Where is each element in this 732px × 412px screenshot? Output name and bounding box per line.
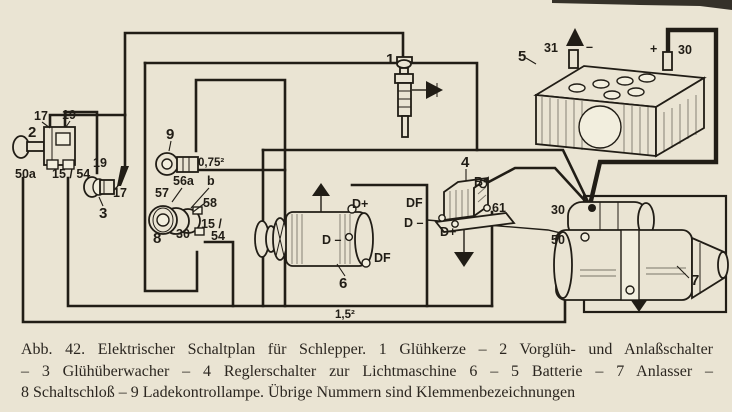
label-switch2-19: 19: [62, 108, 76, 122]
label-battery-30: 30: [678, 43, 692, 57]
label-battery-31: 31: [544, 41, 558, 55]
label-lock8-b: b: [207, 174, 215, 188]
label-lock8-58: 58: [203, 196, 217, 210]
label-switch2-50a: 50a: [15, 167, 37, 181]
charge-lamp-9: [155, 152, 199, 176]
label-dynamo-df: DF: [374, 251, 391, 265]
label-gauge-075: 0,75²: [198, 157, 224, 169]
label-battery-minus: –: [586, 40, 593, 54]
label-number-8: 8: [153, 230, 161, 247]
ground-symbol-regulator: [454, 228, 474, 267]
diagram-labels: 2 17 19 50a 15 / 54 19 17 3 9 0,75² 57 5…: [15, 40, 699, 321]
label-dynamo-dplus: D+: [352, 197, 368, 211]
label-switch2-15-54: 15 / 54: [52, 167, 90, 181]
label-gauge-15: 1,5²: [335, 309, 355, 321]
label-lock8-57: 57: [155, 186, 169, 200]
label-number-4: 4: [461, 154, 470, 171]
label-number-1: 1: [386, 51, 394, 68]
ground-symbol-glow-plug: [412, 81, 443, 99]
ignition-lock-8: [148, 205, 205, 236]
label-lock8-56a: 56a: [173, 174, 195, 188]
dynamo-6: [254, 204, 374, 268]
ground-symbol-battery: [566, 28, 584, 46]
figure-caption: Abb. 42. Elektrischer Schaltplan für Sch…: [21, 339, 713, 404]
leader-lines: [41, 57, 690, 279]
label-number-9: 9: [166, 126, 174, 143]
glow-plug-1: [394, 56, 414, 138]
starter-7: [553, 201, 729, 301]
label-regulator-df: DF: [406, 196, 423, 210]
glow-monitor-3: [83, 176, 115, 198]
label-lock8-30: 30: [176, 227, 190, 241]
label-switch2-17: 17: [34, 109, 48, 123]
caption-line-2: – 3 Glühüberwacher – 4 Reglerschalter zu…: [21, 362, 713, 380]
label-regulator-61: 61: [492, 201, 506, 215]
ground-symbol-dynamo: [312, 183, 330, 212]
label-number-2: 2: [28, 124, 36, 141]
caption-line-3: 8 Schaltschloß – 9 Ladekontrollampe. Übr…: [21, 384, 576, 401]
caption-line-1: Abb. 42. Elektrischer Schaltplan für Sch…: [21, 341, 713, 358]
label-number-6: 6: [339, 275, 347, 292]
label-number-7: 7: [691, 272, 699, 289]
label-lock8-15: 15 /: [201, 217, 222, 231]
battery-5: [533, 49, 707, 158]
label-monitor3-19: 19: [93, 156, 107, 170]
print-smear: [552, 0, 732, 10]
label-lock8-54: 54: [211, 229, 225, 243]
label-battery-plus: +: [650, 42, 657, 56]
label-dynamo-dminus: D –: [322, 233, 342, 247]
label-starter-50: 50: [551, 233, 565, 247]
regulator-4: [434, 176, 516, 233]
label-regulator-dplus: D+: [440, 225, 456, 239]
label-number-5: 5: [518, 48, 526, 65]
label-starter-30: 30: [551, 203, 565, 217]
label-regulator-dminus: D –: [404, 216, 424, 230]
wiring-diagram-svg: 2 17 19 50a 15 / 54 19 17 3 9 0,75² 57 5…: [12, 0, 732, 324]
label-regulator-bplus: B+: [474, 175, 490, 189]
label-monitor3-17: 17: [113, 186, 127, 200]
label-number-3: 3: [99, 205, 107, 222]
preglow-start-switch-2: [12, 126, 76, 170]
